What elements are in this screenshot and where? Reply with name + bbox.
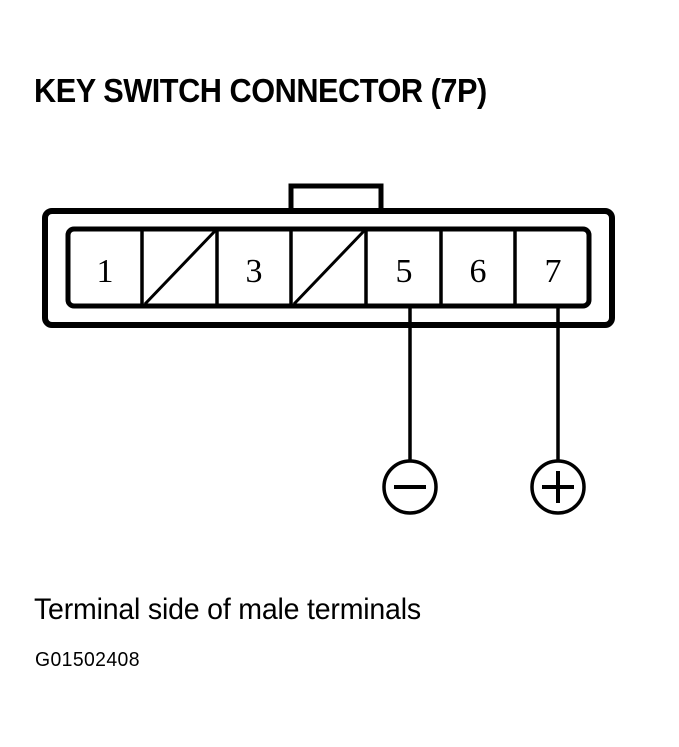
pin-label-7: 7 xyxy=(545,253,562,290)
figure-caption: Terminal side of male terminals xyxy=(34,593,421,626)
cell-2-blank-slash xyxy=(143,229,217,306)
cell-4-blank-slash xyxy=(292,229,366,306)
locking-tab xyxy=(288,183,384,212)
figure-id-code: G01502408 xyxy=(35,649,140,671)
pin-label-1: 1 xyxy=(97,253,114,290)
pin-label-6: 6 xyxy=(470,253,487,290)
connector-shell xyxy=(42,208,615,328)
page-title: KEY SWITCH CONNECTOR (7P) xyxy=(34,72,487,109)
cell-dividers xyxy=(140,229,517,306)
pin-label-3: 3 xyxy=(246,253,263,290)
plus-symbol-circle xyxy=(530,459,586,515)
minus-symbol-circle xyxy=(382,459,438,515)
terminal-block xyxy=(65,226,592,309)
connector-diagram: 1 3 5 6 7 xyxy=(42,183,615,515)
plus-icon xyxy=(542,471,574,503)
pin-label-5: 5 xyxy=(396,253,413,290)
